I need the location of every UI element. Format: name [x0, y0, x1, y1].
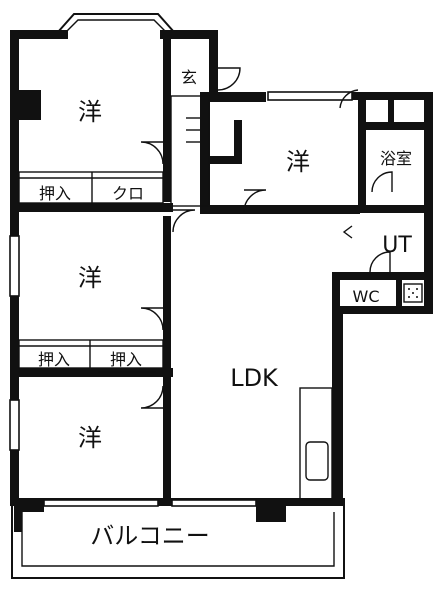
label-utility: UT	[382, 233, 412, 258]
label-bathroom: 浴室	[380, 149, 412, 168]
windows	[9, 91, 353, 507]
label-closet-1: 押入	[39, 184, 71, 203]
entrance-details	[170, 95, 210, 207]
label-closet-3: 押入	[110, 350, 142, 369]
label-closet-2: 押入	[38, 350, 70, 369]
label-balcony: バルコニー	[90, 522, 210, 550]
label-bedroom-4: 洋	[286, 148, 310, 176]
kitchen-counter	[299, 387, 333, 501]
label-bedroom-1: 洋	[78, 98, 102, 126]
label-walk-in-closet: クロ	[112, 184, 144, 203]
doors	[140, 67, 393, 409]
label-bedroom-2: 洋	[78, 264, 102, 292]
walls	[10, 30, 433, 506]
bay-window	[57, 13, 175, 33]
label-ldk: LDK	[230, 364, 279, 392]
label-entrance: 玄	[181, 68, 197, 87]
closet-outlines	[18, 171, 164, 373]
toilet-fixture	[403, 283, 423, 303]
label-toilet: WC	[353, 287, 380, 306]
label-bedroom-3: 洋	[78, 424, 102, 452]
